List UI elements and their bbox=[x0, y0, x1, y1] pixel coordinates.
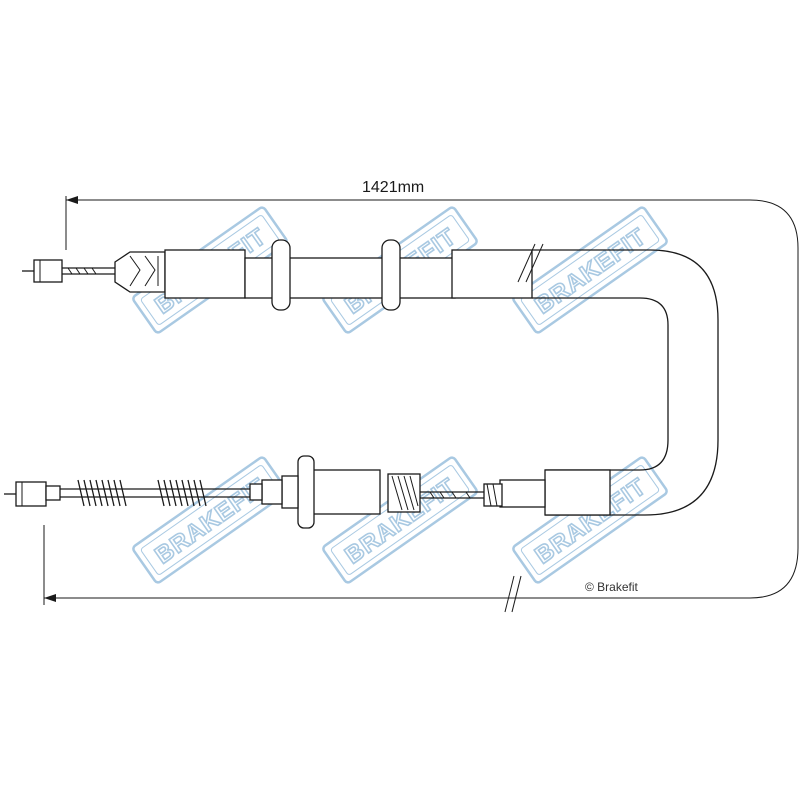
adjuster-collar bbox=[249, 483, 263, 501]
adjuster-nut-2 bbox=[261, 479, 283, 505]
break-mark-bottom-1 bbox=[504, 575, 515, 613]
watermark-logo: BRAKEFIT bbox=[132, 456, 288, 584]
dimension-label: 1421mm bbox=[362, 179, 424, 196]
adjuster-threads bbox=[391, 475, 419, 511]
dimension-arrow-bottom bbox=[44, 594, 56, 602]
lower-ferrule-thread-lines bbox=[486, 483, 498, 507]
upper-outer-sleeve-2 bbox=[451, 249, 533, 299]
adjuster-nut bbox=[281, 475, 299, 509]
lower-ferrule bbox=[499, 479, 546, 508]
upper-cable bbox=[22, 239, 544, 311]
upper-end-nipple bbox=[33, 259, 63, 283]
spring-2 bbox=[157, 479, 207, 507]
conduit-u-bend-inner bbox=[532, 297, 669, 471]
upper-wire-twist bbox=[67, 267, 97, 275]
adjuster-body bbox=[311, 469, 381, 515]
conduit-u-bend bbox=[532, 249, 719, 516]
lower-ferrule-thread bbox=[483, 483, 503, 507]
spring-1 bbox=[77, 479, 127, 507]
upper-clip-fins bbox=[129, 255, 159, 287]
dimension-line: 1421mm bbox=[43, 179, 799, 613]
lower-wire-twist bbox=[429, 491, 471, 499]
copyright-label: © Brakefit bbox=[585, 580, 639, 594]
watermark-logo: BRAKEFIT bbox=[512, 206, 668, 334]
upper-grommet-1 bbox=[271, 239, 291, 311]
lower-cable bbox=[4, 455, 611, 529]
dimension-arrow-top bbox=[66, 196, 78, 204]
upper-grommet-2 bbox=[381, 239, 401, 311]
break-mark-bottom-2 bbox=[511, 575, 522, 613]
adjuster-flange bbox=[297, 455, 315, 529]
dimension-loop bbox=[44, 199, 799, 599]
lower-outer-sleeve bbox=[544, 469, 611, 516]
lower-end-collar bbox=[45, 485, 61, 501]
upper-outer-sleeve bbox=[164, 249, 246, 299]
lower-end-nipple bbox=[15, 481, 47, 507]
